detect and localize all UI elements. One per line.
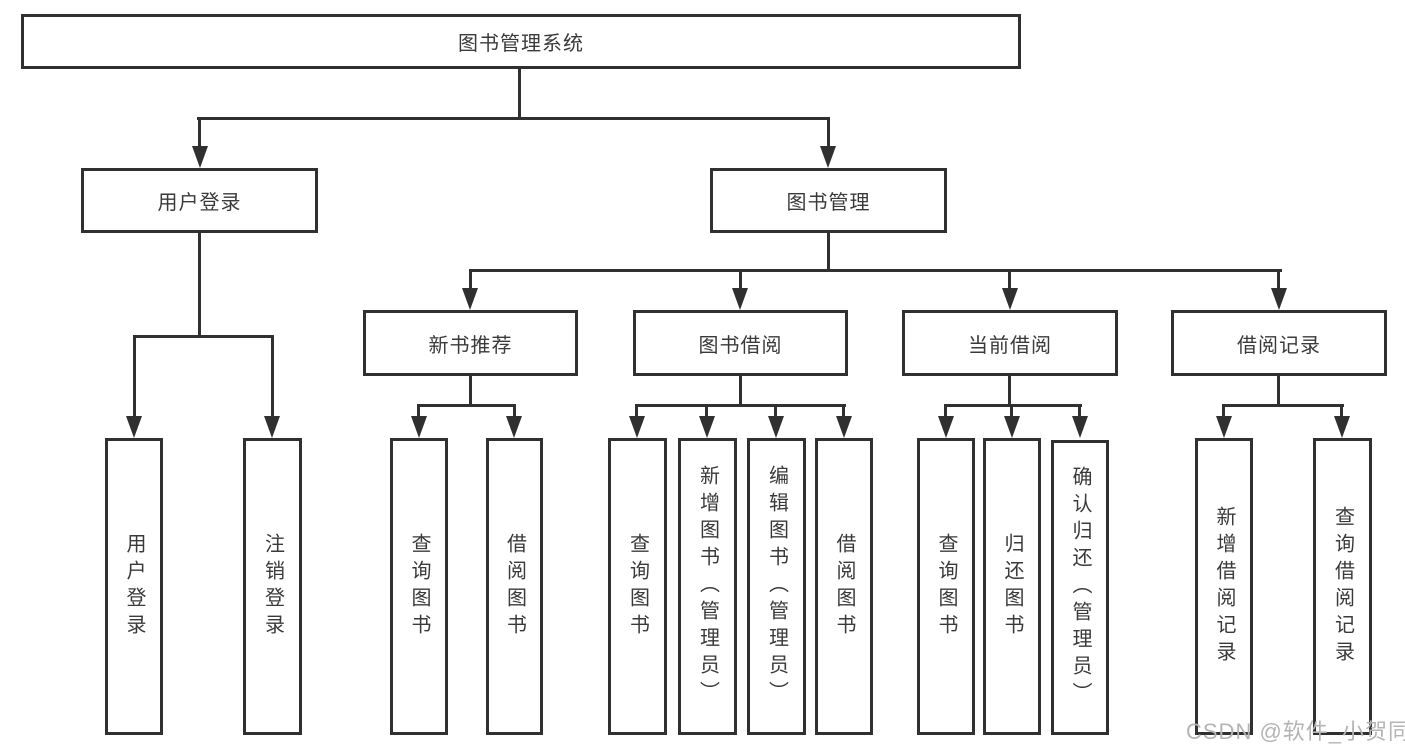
- connector-line: [1222, 404, 1225, 418]
- connector-line: [1223, 404, 1344, 407]
- connector-line: [198, 233, 201, 338]
- node-label: 编辑图书（管理员）: [765, 465, 788, 708]
- connector-line: [133, 335, 136, 418]
- leaf-query-books-recommend: 查询图书: [390, 438, 448, 735]
- leaf-confirm-return-admin: 确认归还（管理员）: [1051, 440, 1109, 735]
- node-label: 归还图书: [1001, 532, 1023, 641]
- leaf-borrow-books-recommend: 借阅图书: [486, 438, 543, 735]
- node-label: 查询图书: [626, 532, 649, 641]
- connector-line: [418, 404, 516, 407]
- leaf-query-borrow-record: 查询借阅记录: [1313, 438, 1372, 735]
- node-label: 新书推荐: [428, 334, 513, 357]
- node-user-login: 用户登录: [81, 168, 318, 233]
- arrow-down-icon: [1004, 416, 1020, 438]
- connector-line: [469, 269, 472, 291]
- node-book-borrowing: 图书借阅: [633, 310, 848, 376]
- connector-line: [1008, 269, 1011, 291]
- node-label: 用户登录: [157, 192, 242, 214]
- node-label: 借阅记录: [1237, 334, 1321, 357]
- arrow-down-icon: [1271, 288, 1287, 310]
- csdn-watermark: CSDN @软件_小贺同学: [1186, 719, 1405, 744]
- connector-line: [513, 404, 516, 418]
- connector-line: [842, 404, 845, 418]
- connector-line: [197, 117, 830, 120]
- node-current-borrowing: 当前借阅: [902, 310, 1118, 376]
- arrow-down-icon: [192, 146, 208, 168]
- node-book-management: 图书管理: [710, 168, 947, 233]
- node-label: 查询借阅记录: [1331, 505, 1354, 668]
- connector-line: [945, 404, 1082, 407]
- arrow-down-icon: [1334, 416, 1350, 438]
- node-label: 新增借阅记录: [1213, 505, 1235, 668]
- leaf-add-borrow-record: 新增借阅记录: [1195, 438, 1253, 735]
- connector-line: [1010, 404, 1013, 418]
- connector-line: [1277, 374, 1280, 407]
- connector-line: [469, 374, 472, 407]
- connector-line: [417, 404, 420, 418]
- leaf-add-books-admin: 新增图书（管理员）: [678, 438, 737, 735]
- node-borrowing-records: 借阅记录: [1171, 310, 1387, 376]
- arrow-down-icon: [938, 416, 954, 438]
- connector-line: [469, 269, 1282, 272]
- arrow-down-icon: [820, 146, 836, 168]
- leaf-user-login: 用户登录: [105, 438, 163, 735]
- leaf-return-books: 归还图书: [983, 438, 1041, 735]
- connector-line: [198, 117, 201, 148]
- leaf-query-books-borrowing: 查询图书: [608, 438, 667, 735]
- arrow-down-icon: [126, 416, 142, 438]
- leaf-edit-books-admin: 编辑图书（管理员）: [747, 438, 806, 735]
- node-label: 查询图书: [935, 532, 957, 641]
- node-label: 新增图书（管理员）: [696, 465, 719, 708]
- arrow-down-icon: [1072, 416, 1088, 438]
- arrow-down-icon: [836, 416, 852, 438]
- leaf-query-books-current: 查询图书: [917, 438, 975, 735]
- node-label: 借阅图书: [503, 532, 526, 641]
- node-label: 查询图书: [408, 532, 430, 641]
- arrow-down-icon: [1002, 288, 1018, 310]
- connector-line: [518, 69, 521, 119]
- connector-line: [774, 404, 777, 418]
- node-label: 借阅图书: [833, 532, 855, 641]
- node-library-management-system: 图书管理系统: [21, 14, 1021, 69]
- connector-line: [827, 117, 830, 148]
- arrow-down-icon: [629, 416, 645, 438]
- arrow-down-icon: [699, 416, 715, 438]
- connector-line: [1078, 404, 1081, 418]
- connector-line: [271, 335, 274, 418]
- arrow-down-icon: [411, 416, 427, 438]
- connector-line: [739, 374, 742, 407]
- connector-line: [636, 404, 846, 407]
- connector-line: [635, 404, 638, 418]
- connector-line: [1277, 269, 1280, 291]
- node-label: 当前借阅: [968, 334, 1052, 357]
- connector-line: [739, 269, 742, 291]
- arrow-down-icon: [1216, 416, 1232, 438]
- node-new-book-recommend: 新书推荐: [363, 310, 578, 376]
- node-label: 图书管理系统: [458, 33, 584, 55]
- connector-line: [1008, 374, 1011, 407]
- leaf-logout: 注销登录: [243, 438, 302, 735]
- arrow-down-icon: [506, 416, 522, 438]
- arrow-down-icon: [264, 416, 280, 438]
- node-label: 图书借阅: [698, 334, 783, 357]
- leaf-borrow-books: 借阅图书: [815, 438, 873, 735]
- connector-line: [1340, 404, 1343, 418]
- node-label: 图书管理: [786, 192, 871, 214]
- arrow-down-icon: [732, 288, 748, 310]
- connector-line: [705, 404, 708, 418]
- node-label: 确认归还（管理员）: [1069, 466, 1091, 709]
- connector-line: [944, 404, 947, 418]
- node-label: 用户登录: [123, 532, 145, 641]
- arrow-down-icon: [462, 288, 478, 310]
- arrow-down-icon: [768, 416, 784, 438]
- connector-line: [133, 335, 274, 338]
- connector-line: [827, 233, 830, 272]
- node-label: 注销登录: [261, 532, 284, 641]
